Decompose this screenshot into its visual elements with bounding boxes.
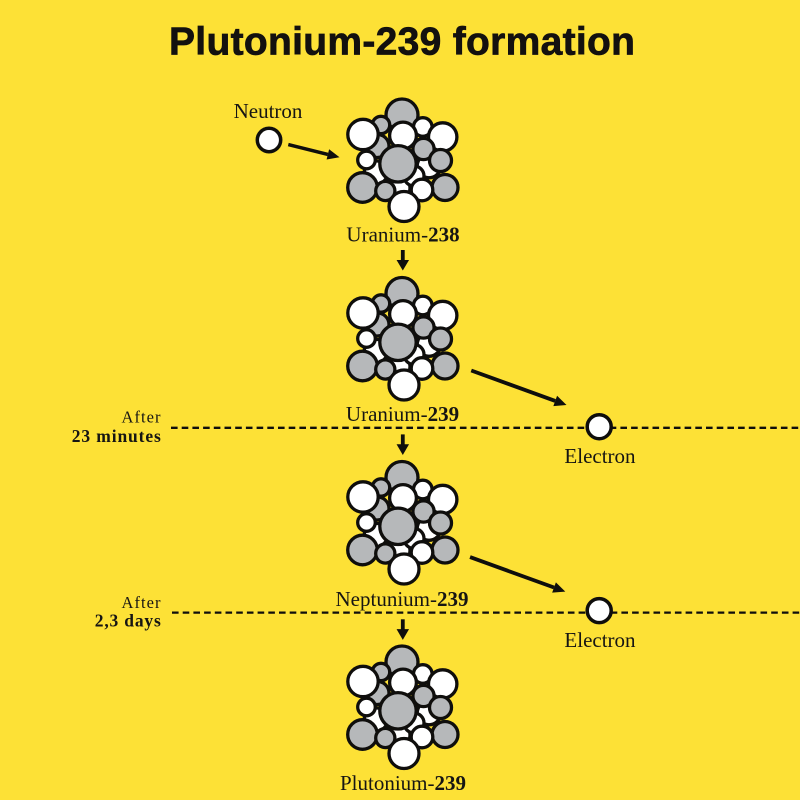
svg-text:Neptunium-239: Neptunium-239 xyxy=(336,587,469,611)
svg-text:Neutron: Neutron xyxy=(234,99,303,123)
svg-text:2,3 days: 2,3 days xyxy=(95,610,161,630)
svg-text:23 minutes: 23 minutes xyxy=(72,426,161,446)
svg-text:Electron: Electron xyxy=(564,444,636,468)
svg-text:After: After xyxy=(122,408,162,427)
svg-text:Plutonium-239 formation: Plutonium-239 formation xyxy=(169,21,635,64)
svg-text:Electron: Electron xyxy=(564,628,636,652)
svg-text:After: After xyxy=(122,593,162,612)
svg-text:Uranium-239: Uranium-239 xyxy=(346,402,459,426)
svg-text:Plutonium-239: Plutonium-239 xyxy=(340,771,466,795)
svg-text:Uranium-238: Uranium-238 xyxy=(346,223,459,247)
